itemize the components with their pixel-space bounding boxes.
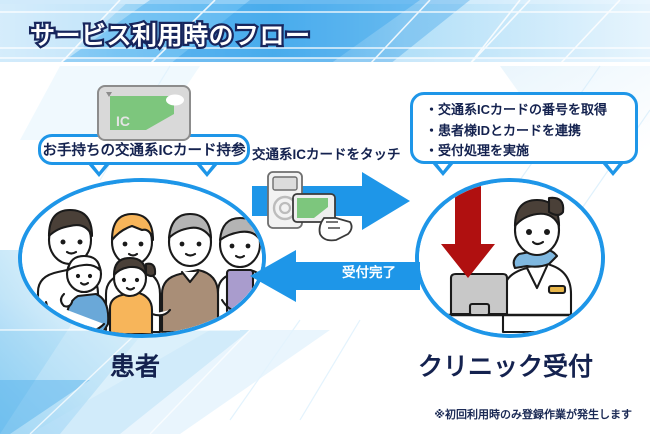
touch-label: 交通系ICカードをタッチ — [252, 147, 401, 162]
clinic-actor-label: クリニック受付 — [418, 353, 594, 381]
callout-tail-left — [88, 163, 110, 177]
complete-label: 受付完了 — [342, 265, 396, 280]
family-group-illustration — [22, 182, 262, 334]
steps-callout-tail-right — [602, 162, 624, 176]
clinic-group-circle — [415, 178, 605, 338]
page-title: サービス利用時のフロー — [28, 20, 313, 53]
ic-card-illustration: IC — [97, 85, 191, 141]
patient-group-circle — [18, 178, 266, 338]
hand-holding-card-icon — [292, 193, 353, 242]
receptionist-at-desk-illustration — [419, 182, 601, 334]
step-line-3: ・受付処理を実施 — [425, 143, 530, 158]
card-face-label: IC — [116, 113, 130, 129]
footnote-text: ※初回利用時のみ登録作業が発生します — [434, 409, 632, 421]
card-callout-text: お手持ちの交通系ICカード持参 — [42, 143, 246, 159]
step-line-2: ・患者様IDとカードを連携 — [425, 122, 582, 138]
clinic-steps-callout-box: ・交通系ICカードの番号を取得 ・患者様IDとカードを連携 ・受付処理を実施 — [410, 92, 638, 164]
steps-callout-tail-left — [432, 162, 454, 176]
arrow-down-icon — [441, 184, 495, 278]
step-line-1: ・交通系ICカードの番号を取得 — [425, 102, 608, 117]
callout-tail-right — [196, 163, 218, 177]
ic-card-reader-icon — [267, 171, 353, 242]
patient-actor-label: 患者 — [110, 353, 161, 381]
